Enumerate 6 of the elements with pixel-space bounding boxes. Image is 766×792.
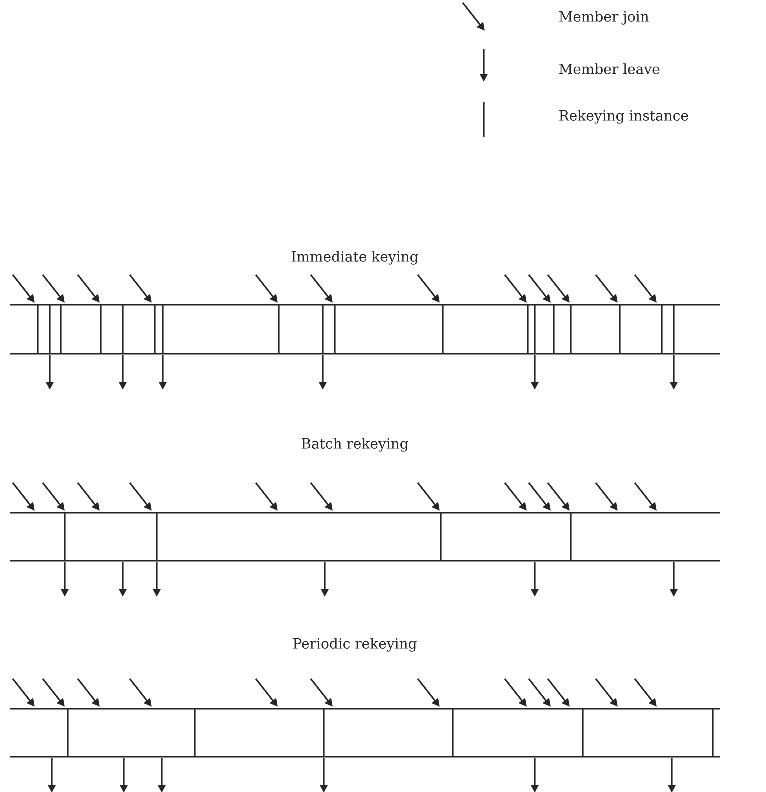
legend-text: Member leave (560, 64, 660, 74)
panel-title: Immediate keying (292, 251, 418, 265)
panel-title: Periodic rekeying (294, 638, 417, 652)
panel-title: Batch rekeying (302, 438, 408, 452)
legend-text: Rekeying instance (560, 110, 688, 124)
legend-text: Member join (560, 11, 649, 25)
